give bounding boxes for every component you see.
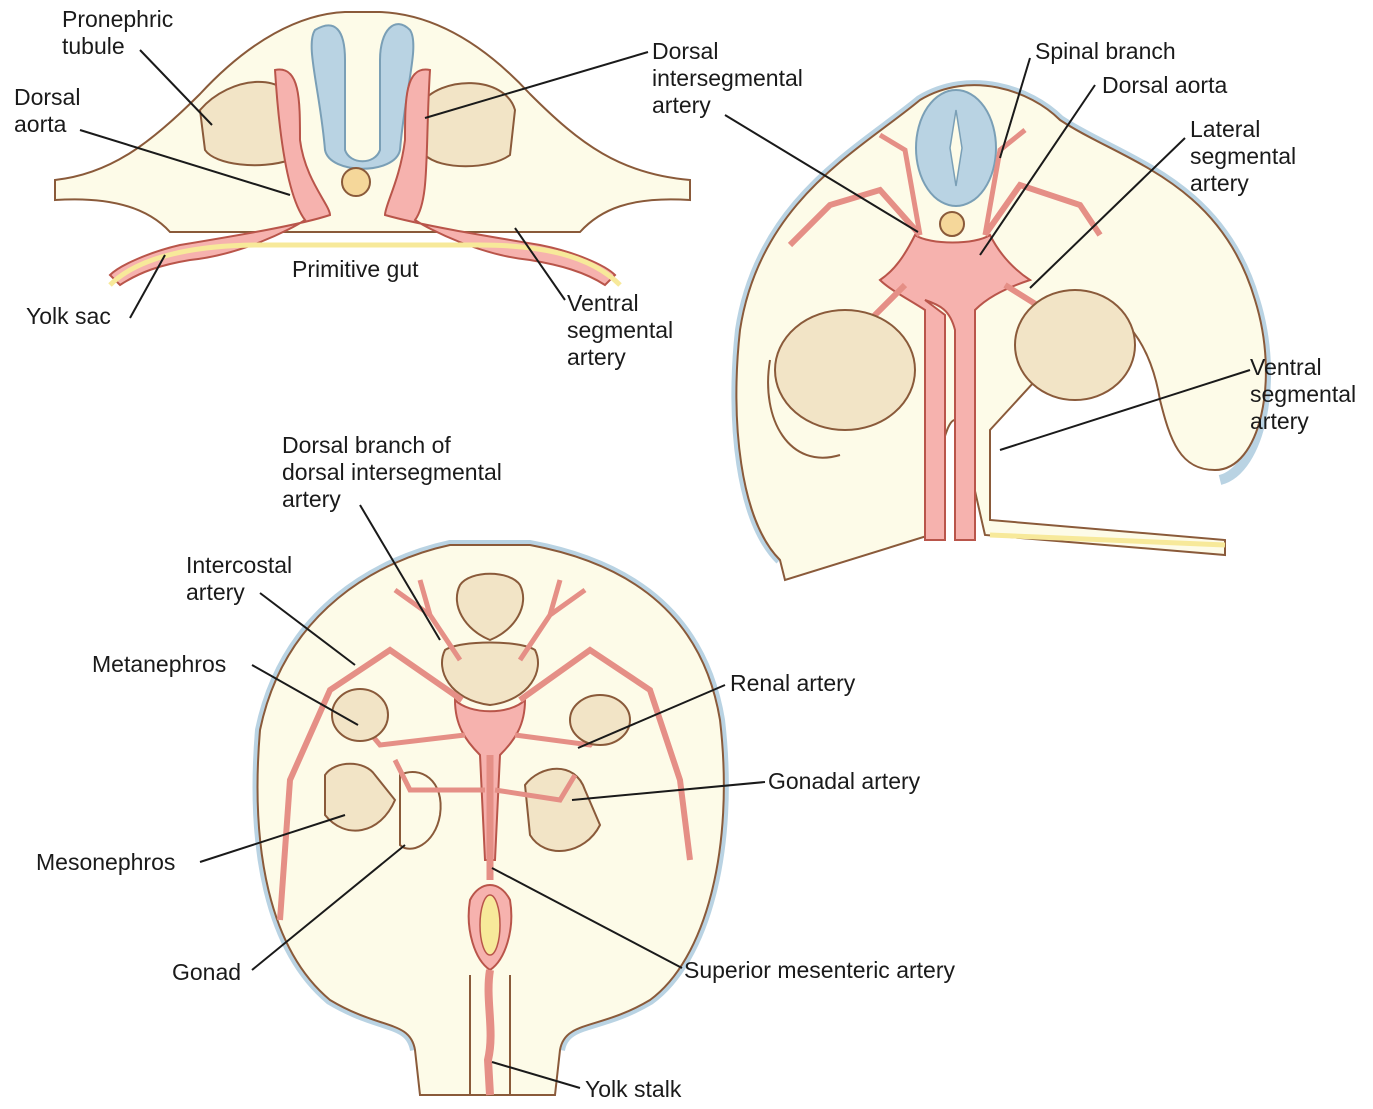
label-superior-mesenteric-artery: Superior mesenteric artery xyxy=(684,957,955,984)
label-yolk-sac: Yolk sac xyxy=(26,303,111,330)
panel-a-notochord xyxy=(342,168,370,196)
label-intercostal-artery: Intercostal artery xyxy=(186,552,292,606)
label-dorsal-aorta-b: Dorsal aorta xyxy=(1102,72,1227,99)
label-dorsal-branch: Dorsal branch of dorsal intersegmental a… xyxy=(282,432,502,513)
panel-c-gut-lumen xyxy=(480,895,500,955)
leader-pronephric-tubule xyxy=(140,50,212,125)
label-spinal-branch: Spinal branch xyxy=(1035,38,1176,65)
label-mesonephros: Mesonephros xyxy=(36,849,175,876)
label-gonadal-artery: Gonadal artery xyxy=(768,768,920,795)
panel-c-vitelline-vessel xyxy=(488,970,491,1095)
label-yolk-stalk: Yolk stalk xyxy=(585,1076,681,1103)
label-ventral-segmental-artery-a: Ventral segmental artery xyxy=(567,290,673,371)
label-lateral-segmental-artery: Lateral segmental artery xyxy=(1190,116,1296,197)
label-gonad: Gonad xyxy=(172,959,241,986)
label-pronephric-tubule: Pronephric tubule xyxy=(62,6,173,60)
panel-b-later-section xyxy=(736,85,1266,580)
label-primitive-gut: Primitive gut xyxy=(292,256,419,283)
label-renal-artery: Renal artery xyxy=(730,670,855,697)
label-ventral-segmental-artery-b: Ventral segmental artery xyxy=(1250,354,1356,435)
label-metanephros: Metanephros xyxy=(92,651,226,678)
panel-b-notochord xyxy=(940,212,964,236)
panel-b-mesonephros-left xyxy=(775,310,915,430)
label-dorsal-aorta-a: Dorsal aorta xyxy=(14,84,80,138)
panel-b-mesonephros-right xyxy=(1015,290,1135,400)
label-dorsal-intersegmental-artery: Dorsal intersegmental artery xyxy=(652,38,803,119)
